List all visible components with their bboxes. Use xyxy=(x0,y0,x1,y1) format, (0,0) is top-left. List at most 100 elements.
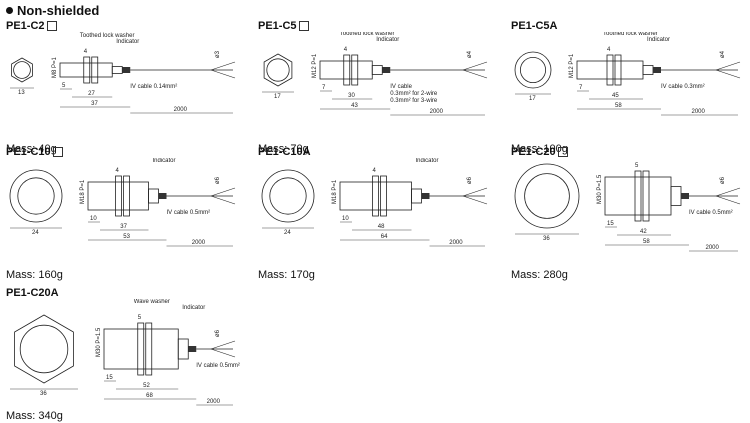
wire xyxy=(462,69,488,79)
indicator xyxy=(158,193,167,199)
nut xyxy=(123,175,130,217)
sensor-body xyxy=(604,176,672,216)
front-dim-label: 24 xyxy=(284,230,291,236)
thread-label: M12 P=1 xyxy=(312,53,318,78)
dim-c-label: 58 xyxy=(615,103,622,109)
nut xyxy=(145,322,153,376)
dim-a-label: 10 xyxy=(342,216,349,222)
model-title: PE1-C20 xyxy=(511,146,568,158)
front-view: 17 xyxy=(262,53,294,100)
placeholder-box-icon xyxy=(46,21,57,31)
rear-housing xyxy=(148,188,159,204)
dim-a-label: 15 xyxy=(106,375,113,381)
model-title: PE1-C20A xyxy=(6,287,59,299)
mass-label: Mass: 100g xyxy=(511,143,568,155)
callout-label: IV cable xyxy=(390,84,412,90)
nut xyxy=(642,170,650,222)
bullet-icon xyxy=(6,7,13,14)
model-name: PE1-C5A xyxy=(511,20,558,32)
front-dim-label: 24 xyxy=(32,230,39,236)
front-view: 36 xyxy=(10,314,78,397)
front-view: 17 xyxy=(514,51,552,102)
callout-label: IV cable 0.3mm² xyxy=(661,84,705,90)
front-dim-label: 17 xyxy=(529,96,536,102)
wire xyxy=(715,187,741,197)
rear-housing xyxy=(411,188,422,204)
nut xyxy=(614,54,622,86)
inner-circle xyxy=(19,324,69,374)
nut xyxy=(343,54,351,86)
inner-circle xyxy=(269,177,307,215)
rear-housing xyxy=(177,338,189,360)
nut xyxy=(83,56,91,84)
cable-dim-label: 2000 xyxy=(430,109,444,115)
hex-outline xyxy=(14,314,74,384)
indicator xyxy=(382,67,391,73)
nut-dim-label: 4 xyxy=(84,49,88,55)
callout-label: IV cable 0.5mm² xyxy=(196,363,240,369)
dim-b-label: 48 xyxy=(378,224,385,230)
dim-c-label: 43 xyxy=(351,103,358,109)
callout-label: Indicator xyxy=(153,158,176,164)
cable-dia-label: ø6 xyxy=(467,176,473,184)
cable-dim-label: 2000 xyxy=(449,240,463,246)
callout-label: Indicator xyxy=(416,158,439,164)
rear-housing xyxy=(111,66,123,74)
thread-label: M30 P=1.5 xyxy=(597,174,603,204)
dim-b-label: 27 xyxy=(88,91,95,97)
model-name: PE1-C20 xyxy=(511,146,556,158)
thread-label: M30 P=1.5 xyxy=(96,327,102,357)
callout-label: Wave washer xyxy=(134,299,170,305)
dim-c-label: 68 xyxy=(146,393,153,399)
mass-label: Mass: 170g xyxy=(258,269,315,281)
front-view: 24 xyxy=(261,169,315,236)
dim-a-label: 10 xyxy=(90,216,97,222)
front-dim-label: 36 xyxy=(543,236,550,242)
model-name: PE1-C10 xyxy=(6,146,51,158)
wire xyxy=(210,187,236,197)
section-header: Non-shielded xyxy=(6,3,99,18)
outer-circle xyxy=(514,163,580,229)
nut xyxy=(634,170,642,222)
dim-a-label: 15 xyxy=(607,221,614,227)
nut xyxy=(606,54,614,86)
nut-dim-label: 4 xyxy=(373,168,377,174)
nut xyxy=(115,175,122,217)
callout-label: IV cable 0.14mm² xyxy=(130,84,177,90)
side-view: M18 P=110375320004ø6Wave washerIndicator… xyxy=(80,158,236,247)
nut-dim-label: 5 xyxy=(635,163,639,169)
dim-b-label: 37 xyxy=(120,224,127,230)
side-view: M30 P=1.515425820005ø6Wave washerIndicat… xyxy=(597,158,741,252)
front-dim-label: 17 xyxy=(274,94,281,100)
mass-label: Mass: 160g xyxy=(6,269,63,281)
indicator xyxy=(188,346,197,352)
callout-label: IV cable 0.5mm² xyxy=(167,210,211,216)
sensor-body xyxy=(339,181,412,211)
placeholder-box-icon xyxy=(557,147,568,157)
hex-outline xyxy=(11,57,33,83)
rear-housing xyxy=(371,65,383,75)
dim-c-label: 53 xyxy=(123,234,130,240)
sensor-body xyxy=(103,328,179,370)
dim-c-label: 64 xyxy=(381,234,388,240)
front-dim-label: 13 xyxy=(18,90,25,96)
wire xyxy=(210,69,236,79)
outer-circle xyxy=(261,169,315,223)
thread-label: M12 P=1 xyxy=(569,53,575,78)
placeholder-box-icon xyxy=(298,21,309,31)
wire xyxy=(210,195,236,205)
cable-dia-label: ø6 xyxy=(215,176,221,184)
model-name: PE1-C2 xyxy=(6,20,45,32)
dim-b-label: 30 xyxy=(348,93,355,99)
indicator xyxy=(421,193,430,199)
callout-label: Indicator xyxy=(647,37,670,43)
